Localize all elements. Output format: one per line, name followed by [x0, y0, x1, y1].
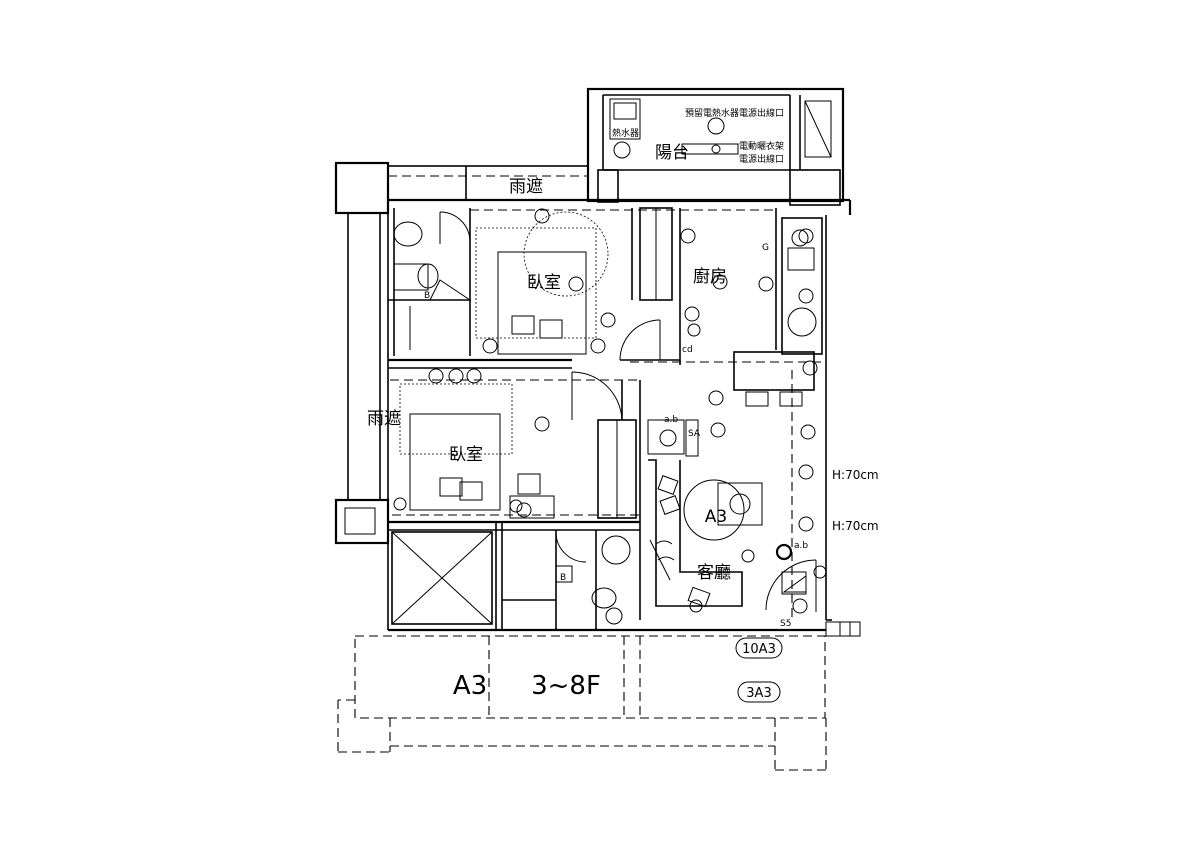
ab-label-1: a.b [664, 415, 678, 425]
cd-label: cd [682, 345, 693, 355]
bed-1 [497, 251, 587, 355]
b-label-2: B [560, 573, 566, 583]
balcony-dryer-note-1: 電動曬衣架 [739, 140, 784, 152]
room-label-living: 客廳 [697, 563, 731, 583]
bed-2 [409, 413, 501, 511]
s-label: S5 [780, 619, 791, 629]
round-rug [523, 211, 609, 297]
unit-code-1: 10A3 [742, 642, 776, 657]
shaft-box [391, 531, 493, 625]
room-label-bedroom-1: 臥室 [527, 273, 561, 293]
balcony-dryer-note-2: 電源出線口 [739, 153, 784, 165]
room-label-canopy-left: 雨遮 [367, 409, 401, 429]
electrical-symbols [393, 117, 827, 614]
dashed-outlines [337, 209, 827, 771]
fixtures [391, 98, 861, 637]
dining-table [733, 351, 815, 391]
g-label: G [762, 243, 769, 253]
ab-label-2: a.b [794, 541, 808, 551]
room-label-kitchen: 廚房 [693, 266, 727, 287]
room-label-balcony: 陽台 [655, 143, 689, 163]
height-label-1: H:70cm [832, 468, 879, 482]
room-label-bedroom-2: 臥室 [449, 445, 483, 465]
doors [439, 211, 817, 612]
sofa [648, 459, 743, 607]
height-label-2: H:70cm [832, 519, 879, 533]
labels: 陽台 雨遮 雨遮 臥室 臥室 廚房 客廳 預留電熱水器電源出線口 電動曬衣架 電… [367, 107, 879, 703]
sa-label: SA [688, 429, 701, 439]
unit-type-label: A3 [453, 671, 487, 701]
kitchen-counter [781, 217, 823, 355]
unit-center-label: A3 [705, 507, 727, 527]
room-label-canopy-top: 雨遮 [509, 177, 543, 197]
unit-code-badge-1 [735, 637, 783, 659]
unit-code-badge-2 [737, 681, 781, 703]
b-label-1: B [424, 291, 430, 301]
floor-range-label: 3~8F [531, 671, 601, 701]
unit-code-2: 3A3 [746, 686, 771, 701]
balcony-water-heater-label: 熱水器 [612, 127, 639, 139]
balcony-outlet-note: 預留電熱水器電源出線口 [685, 107, 784, 119]
outer-walls [334, 87, 852, 632]
